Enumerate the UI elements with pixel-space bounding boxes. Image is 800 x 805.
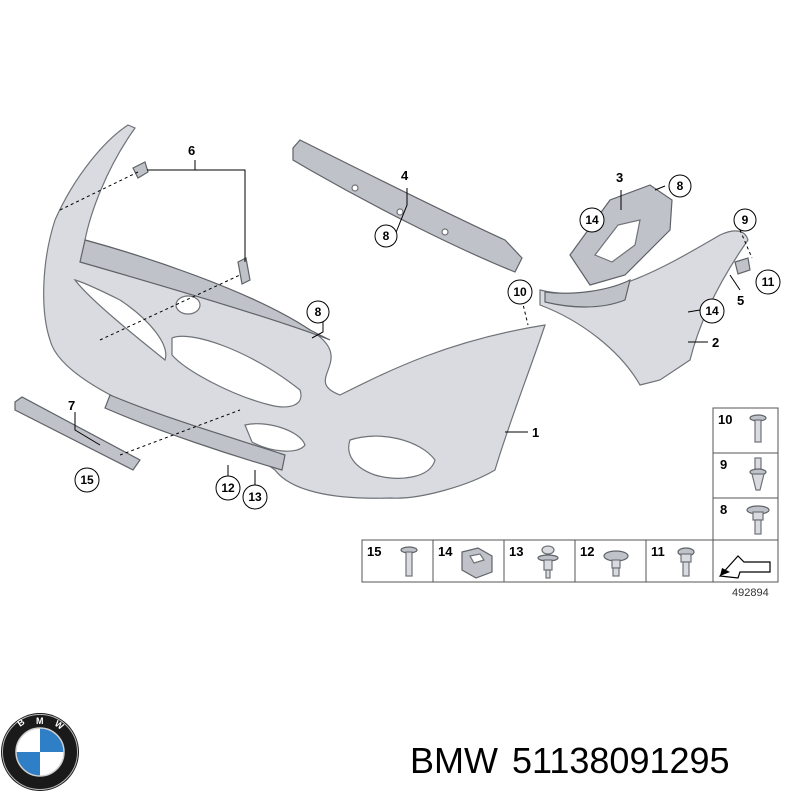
legend-label-10: 10 (718, 412, 732, 427)
callout-8-bumper: 8 (306, 300, 330, 324)
callout-13: 13 (242, 484, 268, 510)
callout-2: 2 (712, 335, 719, 350)
callout-8-carrier: 8 (374, 224, 398, 248)
callout-14-bracket: 14 (579, 207, 605, 233)
svg-text:11: 11 (762, 275, 775, 289)
diagram-reference-number: 492894 (732, 587, 769, 599)
callout-11: 11 (755, 269, 781, 295)
svg-text:M: M (36, 716, 44, 726)
svg-text:9: 9 (742, 213, 749, 227)
bumper-bracket (569, 184, 673, 286)
front-bumper-cover (43, 124, 546, 499)
fastener-13-icon (537, 545, 559, 579)
legend-label-11: 11 (651, 544, 665, 559)
callout-6: 6 (188, 143, 195, 158)
svg-text:12: 12 (221, 481, 235, 495)
fastener-11-icon (677, 547, 695, 577)
bmw-roundel-logo: B M W (1, 713, 79, 791)
legend-label-8: 8 (720, 502, 727, 517)
svg-text:8: 8 (383, 229, 390, 243)
callout-7: 7 (68, 398, 75, 413)
fastener-12-icon (603, 550, 629, 577)
legend-label-12: 12 (580, 544, 594, 559)
callout-1: 1 (532, 425, 539, 440)
callout-12: 12 (215, 475, 241, 501)
callout-3: 3 (616, 170, 623, 185)
svg-text:14: 14 (705, 304, 719, 318)
bracket-6-right (237, 257, 251, 285)
legend-right: 10 9 8 (712, 407, 779, 544)
callout-5: 5 (737, 293, 744, 308)
legend-label-9: 9 (720, 457, 727, 472)
fastener-14-icon (461, 547, 493, 579)
svg-text:8: 8 (315, 305, 322, 319)
brand-name: BMW (410, 740, 498, 781)
bumper-side-section (539, 230, 749, 386)
svg-text:10: 10 (513, 285, 527, 299)
legend-label-13: 13 (509, 544, 523, 559)
fastener-9-icon (749, 457, 767, 491)
svg-text:13: 13 (248, 490, 262, 504)
callout-4: 4 (401, 168, 409, 183)
fastener-15-icon (400, 546, 418, 577)
callout-10: 10 (507, 279, 533, 305)
part-number: 51138091295 (512, 740, 730, 781)
callout-15: 15 (74, 467, 100, 493)
svg-text:15: 15 (80, 473, 94, 487)
fastener-8-icon (746, 505, 770, 535)
callout-14-side: 14 (699, 298, 725, 324)
callout-8-bracket: 8 (668, 174, 692, 198)
front-direction-arrow-icon (718, 555, 771, 579)
bumper-carrier-bar (292, 139, 523, 273)
license-plate-grille-panel (14, 396, 141, 471)
bracket-5 (734, 257, 751, 275)
bracket-6-left (132, 161, 149, 179)
svg-text:14: 14 (585, 213, 599, 227)
callout-9: 9 (733, 208, 757, 232)
fastener-10-icon (749, 414, 767, 443)
svg-text:B: B (15, 716, 26, 728)
legend-label-15: 15 (367, 544, 381, 559)
svg-text:8: 8 (677, 179, 684, 193)
legend-bottom: 15 14 13 12 11 (361, 539, 779, 583)
legend-label-14: 14 (438, 544, 453, 559)
